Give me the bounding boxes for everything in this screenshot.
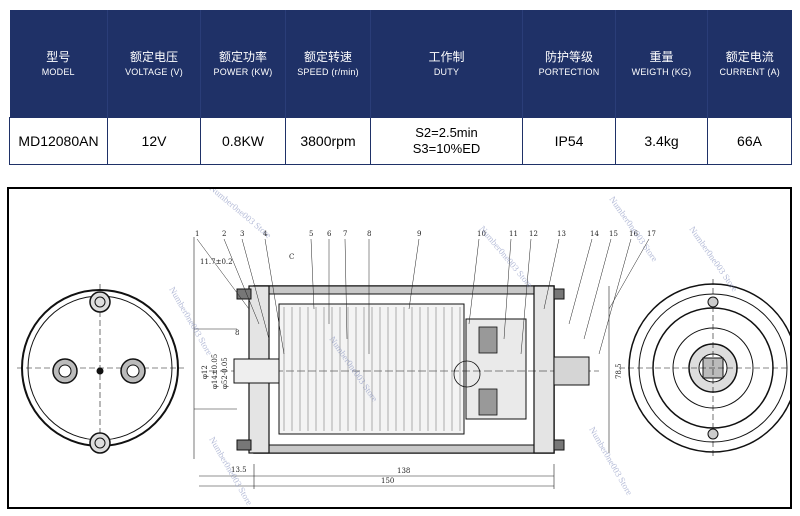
header-duty-en: DUTY bbox=[433, 66, 460, 77]
header-weight-zh: 重量 bbox=[649, 49, 674, 64]
part-number-6: 6 bbox=[327, 230, 332, 238]
cell-duty-line1: S2=2.5min bbox=[415, 125, 478, 140]
technical-drawing: 11.7±0.2 8 φ12 φ14±0.05 φ52-0.05 78.5 13… bbox=[7, 187, 792, 509]
part-number-2: 2 bbox=[222, 230, 226, 238]
dimension-lines bbox=[193, 237, 610, 489]
cell-power: 0.8KW bbox=[200, 117, 286, 165]
watermark-text: Number0ne003 Store bbox=[687, 224, 739, 293]
label-c: C bbox=[289, 253, 294, 261]
dim-78-5: 78.5 bbox=[615, 363, 623, 379]
cell-model: MD12080AN bbox=[9, 117, 108, 165]
right-end-view bbox=[619, 279, 790, 459]
watermark-text: Number0ne003 Store bbox=[587, 425, 634, 497]
leader-line-3 bbox=[241, 238, 270, 340]
header-voltage-zh: 额定电压 bbox=[129, 49, 178, 64]
leader-line-11 bbox=[503, 238, 512, 340]
leader-line-2 bbox=[223, 238, 260, 325]
dim-8: 8 bbox=[235, 329, 239, 337]
leader-line-7 bbox=[344, 238, 348, 340]
left-end-view bbox=[17, 284, 184, 454]
header-power: 额定功率 POWER (KW) bbox=[200, 10, 286, 118]
side-section-view bbox=[209, 285, 599, 454]
leader-line-12 bbox=[520, 238, 532, 355]
header-speed-en: SPEED (r/min) bbox=[297, 66, 359, 77]
dim-138: 138 bbox=[397, 467, 410, 475]
header-current-en: CURRENT (A) bbox=[719, 66, 781, 77]
part-number-12: 12 bbox=[529, 230, 538, 238]
leader-line-16 bbox=[598, 238, 632, 355]
header-duty-zh: 工作制 bbox=[428, 49, 465, 64]
header-protection-zh: 防护等级 bbox=[544, 49, 593, 64]
dim-phi12: φ12 bbox=[201, 365, 209, 379]
cell-weight: 3.4kg bbox=[615, 117, 708, 165]
header-power-zh: 额定功率 bbox=[218, 49, 267, 64]
header-speed-zh: 额定转速 bbox=[303, 49, 352, 64]
leader-line-10 bbox=[468, 238, 480, 325]
part-number-10: 10 bbox=[477, 230, 486, 238]
part-number-4: 4 bbox=[263, 230, 268, 238]
dim-150: 150 bbox=[381, 477, 394, 485]
header-model-en: MODEL bbox=[41, 66, 75, 77]
armature-hatch bbox=[283, 307, 461, 431]
header-weight-en: WEIGTH (KG) bbox=[631, 66, 692, 77]
header-speed: 额定转速 SPEED (r/min) bbox=[285, 10, 371, 118]
dim-13-5: 13.5 bbox=[231, 466, 247, 474]
header-protection-en: PORTECTION bbox=[538, 66, 600, 77]
part-number-7: 7 bbox=[343, 230, 347, 238]
part-number-16: 16 bbox=[629, 230, 638, 238]
header-duty: 工作制 DUTY bbox=[370, 10, 523, 118]
leader-line-5 bbox=[310, 238, 315, 310]
part-number-1: 1 bbox=[195, 230, 199, 238]
part-number-13: 13 bbox=[557, 230, 566, 238]
header-current: 额定电流 CURRENT (A) bbox=[707, 10, 792, 118]
cell-current: 66A bbox=[707, 117, 792, 165]
header-protection: 防护等级 PORTECTION bbox=[522, 10, 616, 118]
motor-drawing-svg: 11.7±0.2 8 φ12 φ14±0.05 φ52-0.05 78.5 13… bbox=[17, 189, 790, 507]
part-number-3: 3 bbox=[240, 230, 244, 238]
leader-line-13 bbox=[543, 238, 560, 310]
spec-table: 型号 MODEL 额定电压 VOLTAGE (V) 额定功率 POWER (KW) 额… bbox=[9, 10, 792, 165]
dim-phi14: φ14±0.05 bbox=[211, 354, 219, 389]
leader-line-15 bbox=[583, 238, 612, 340]
part-number-9: 9 bbox=[417, 230, 421, 238]
part-number-11: 11 bbox=[509, 230, 518, 238]
header-power-en: POWER (KW) bbox=[213, 66, 273, 77]
leader-line-1 bbox=[196, 238, 250, 310]
header-model: 型号 MODEL bbox=[9, 10, 108, 118]
cell-speed: 3800rpm bbox=[285, 117, 371, 165]
header-weight: 重量 WEIGTH (KG) bbox=[615, 10, 708, 118]
spec-header-row: 型号 MODEL 额定电压 VOLTAGE (V) 额定功率 POWER (KW) 额… bbox=[9, 10, 792, 118]
cell-voltage: 12V bbox=[107, 117, 201, 165]
watermark-text: Number0ne003 Store bbox=[477, 224, 534, 290]
leader-line-4 bbox=[264, 238, 285, 355]
leader-line-14 bbox=[568, 238, 593, 325]
header-voltage-en: VOLTAGE (V) bbox=[125, 66, 183, 77]
header-current-zh: 额定电流 bbox=[725, 49, 774, 64]
watermark-text: Number0ne003 Store bbox=[607, 194, 659, 263]
leader-line-9 bbox=[408, 238, 420, 310]
dim-phi52: φ52-0.05 bbox=[221, 357, 229, 389]
dim-11-7: 11.7±0.2 bbox=[200, 258, 233, 266]
cell-protection: IP54 bbox=[522, 117, 616, 165]
leader-line-17 bbox=[608, 238, 650, 310]
header-voltage: 额定电压 VOLTAGE (V) bbox=[107, 10, 201, 118]
part-number-5: 5 bbox=[309, 230, 313, 238]
part-number-15: 15 bbox=[609, 230, 618, 238]
part-number-14: 14 bbox=[590, 230, 599, 238]
leader-lines bbox=[196, 238, 650, 355]
part-number-17: 17 bbox=[647, 230, 656, 238]
part-number-8: 8 bbox=[367, 230, 371, 238]
cell-duty-line2: S3=10%ED bbox=[412, 141, 481, 156]
header-model-zh: 型号 bbox=[46, 49, 71, 64]
